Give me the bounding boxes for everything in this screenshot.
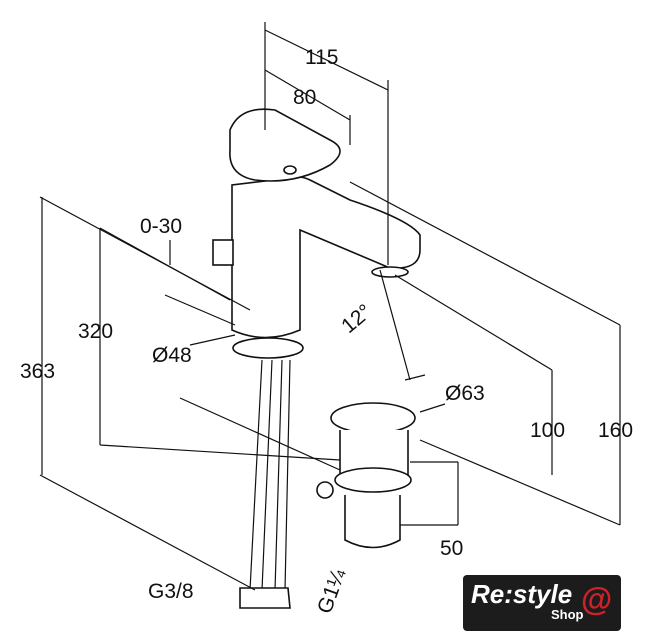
logo-text: Re:style [471,579,573,609]
dim-lever-range: 0-30 [140,215,182,238]
popup-waste [316,402,416,549]
dim-plate-diameter: Ø63 [445,382,485,405]
dim-angle: 12° [337,300,376,338]
restyle-shop-logo: Re:style Shop @ [463,575,621,631]
dim-waste-depth: 50 [440,537,463,560]
thread-supply: G3/8 [148,580,194,603]
faucet-body [212,108,421,359]
dim-body-diameter: Ø48 [152,344,192,367]
logo-subtext: Shop [551,607,584,622]
dim-width-total: 115 [305,46,338,69]
dim-height-363: 363 [20,360,55,383]
dim-width-spout: 80 [293,86,316,109]
logo-cart-icon: @ [581,581,613,617]
dim-height-160: 160 [598,419,633,442]
thread-waste: G1¼ [313,566,350,617]
dim-height-100: 100 [530,419,565,442]
dim-height-320: 320 [78,320,113,343]
dimension-lines [39,22,621,591]
supply-hoses [179,359,341,609]
